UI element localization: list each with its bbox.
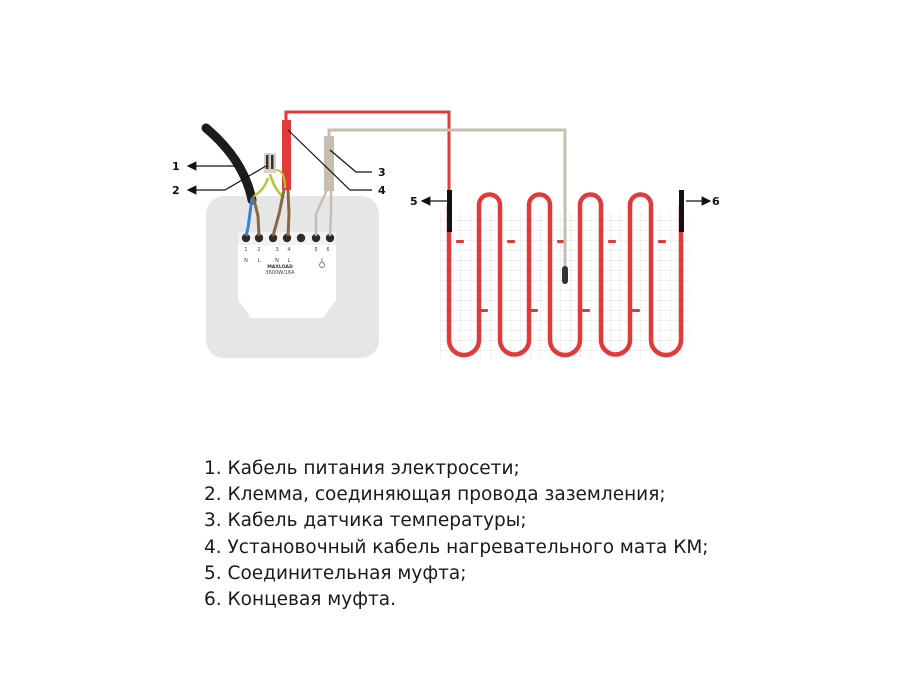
wiring-diagram: 1 2 3 4 5 6 N L N L MAXLOAD 3600W/16A xyxy=(172,110,720,358)
end-coupling xyxy=(679,190,684,232)
legend-item-1: 1. Кабель питания электросети; xyxy=(204,458,520,479)
power-cable-group xyxy=(201,123,270,237)
terminal-label-6: 6 xyxy=(326,247,329,253)
callout-line-2 xyxy=(186,165,267,195)
terminal-mark-n2: N xyxy=(275,258,279,264)
terminal-label-4: 4 xyxy=(287,247,290,253)
callout-4: 4 xyxy=(378,184,386,197)
terminal-mark-n1: N xyxy=(244,258,248,264)
terminal-label-1: 1 xyxy=(244,247,247,253)
neutral-wire xyxy=(244,197,254,237)
legend-item-4: 4. Установочный кабель нагревательного м… xyxy=(204,536,709,558)
live-wire xyxy=(251,195,261,237)
ground-wire-power xyxy=(253,177,270,198)
thermostat-rating: 3600W/16A xyxy=(265,270,295,276)
callout-line-3 xyxy=(329,149,372,173)
callout-3: 3 xyxy=(378,166,386,179)
callout-5: 5 xyxy=(410,195,418,208)
cable-markings xyxy=(456,240,666,312)
power-cable xyxy=(201,123,257,205)
callout-6: 6 xyxy=(712,195,720,208)
legend-list: 1. Кабель питания электросети; 2. Клемма… xyxy=(204,456,709,613)
legend-item-6: 6. Концевая муфта. xyxy=(204,589,397,611)
callout-2: 2 xyxy=(172,184,180,197)
terminal-mark-l1: L xyxy=(258,258,261,264)
installation-cable-group xyxy=(271,110,451,237)
legend-item-3: 3. Кабель датчика температуры; xyxy=(204,510,527,532)
connecting-coupling xyxy=(447,190,452,232)
temperature-sensor xyxy=(562,266,568,284)
sensor-cable-group xyxy=(314,128,568,284)
callout-line-4 xyxy=(287,129,372,191)
terminal-label-3: 3 xyxy=(275,247,278,253)
thermostat-module xyxy=(238,244,336,318)
terminal-label-2: 2 xyxy=(257,247,260,253)
callout-lines xyxy=(186,129,712,206)
thermostat-brand: MAXLOAD xyxy=(267,264,293,270)
sensor-symbol-icon xyxy=(319,258,325,268)
callout-1: 1 xyxy=(172,160,180,173)
legend-item-5: 5. Соединительная муфта; xyxy=(204,562,467,584)
thermostat: 1 2 3 4 5 6 N L N L MAXLOAD 3600W/16A xyxy=(206,196,379,358)
heating-cable xyxy=(446,192,684,358)
ground-clamp xyxy=(264,153,283,197)
terminal-mark-l2: L xyxy=(288,258,291,264)
legend-item-2: 2. Клемма, соединяющая провода заземлени… xyxy=(204,484,666,506)
terminal-label-5: 5 xyxy=(314,247,317,253)
